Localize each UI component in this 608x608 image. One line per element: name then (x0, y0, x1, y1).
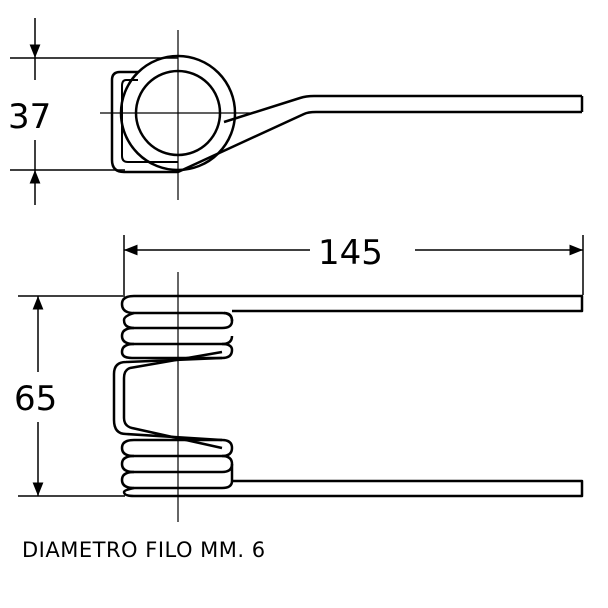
middle-wire-loop (112, 350, 223, 450)
tine-arm-upper (223, 94, 582, 124)
lower-tine (134, 479, 584, 498)
dimension-145 (123, 235, 584, 295)
dim-65-label: 65 (14, 379, 57, 419)
wire-hook (110, 70, 178, 174)
side-view (112, 272, 584, 522)
tine-arm-lower (177, 110, 582, 174)
coil-inner-circle (134, 69, 222, 157)
dim-37-label: 37 (8, 97, 51, 137)
wire-diameter-caption: DIAMETRO FILO MM. 6 (22, 538, 266, 562)
dimension-65 (18, 295, 125, 497)
top-view (100, 30, 584, 200)
upper-tine (134, 294, 584, 313)
lower-coil-group (120, 438, 234, 498)
wire-hook-inner (121, 79, 178, 163)
upper-coil-group (120, 294, 234, 360)
dim-145-label: 145 (318, 233, 383, 273)
dimension-37 (10, 18, 178, 205)
